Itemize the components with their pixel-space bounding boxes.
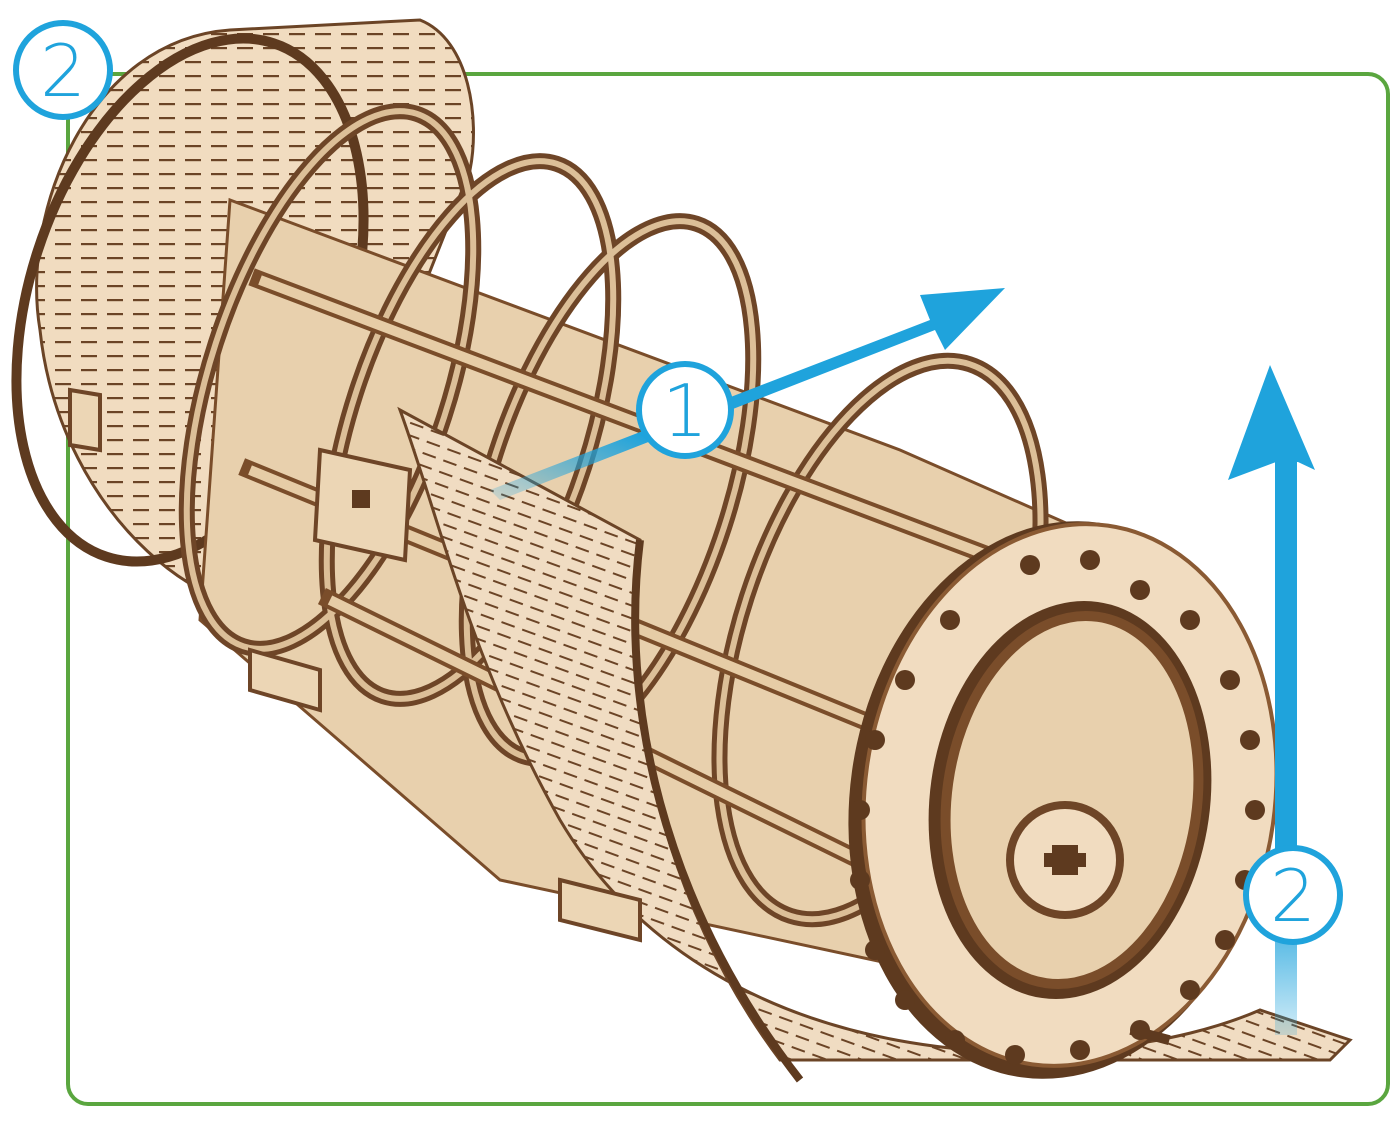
step-marker-2-corner: 2 [16,23,110,117]
step-marker-2-arrow-label: 2 [1270,854,1316,938]
step-marker-1: 1 [639,364,731,456]
wooden-cipher-cylinder [0,0,1350,1107]
step-marker-1-label: 1 [662,369,708,453]
step-marker-2-corner-label: 2 [40,29,86,113]
step-marker-2-arrow: 2 [1246,848,1340,942]
